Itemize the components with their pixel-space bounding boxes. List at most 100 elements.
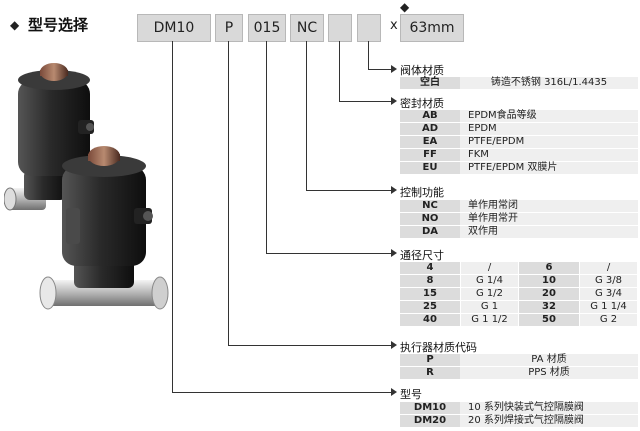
section-title-body-material: 阀体材质 [400, 64, 444, 77]
row-key: NO [400, 212, 460, 226]
bore-code: 40 [400, 313, 461, 327]
section-title-control-function: 控制功能 [400, 186, 444, 199]
arrow-icon [391, 341, 397, 349]
title-bullet-icon: ◆ [10, 18, 20, 32]
section-title-actuator-material: 执行器材质代码 [400, 341, 477, 354]
connector-line [266, 253, 392, 254]
bore-thread: G 3/4 [579, 287, 638, 301]
row-value: 10 系列快装式气控隔膜阀 [460, 402, 638, 415]
connector-line [368, 41, 369, 69]
row-key: EU [400, 161, 460, 175]
body-material-table: 空白 铸造不锈钢 316L/1.4435 [400, 77, 638, 90]
bore-size-table: 4 / 6 / 8 G 1/4 10 G 3/8 15 G 1/2 20 G 3… [400, 262, 638, 327]
connector-line [339, 101, 392, 102]
code-box-model: DM10 [137, 14, 211, 42]
connector-line [172, 392, 392, 393]
bore-code: 4 [400, 262, 461, 275]
row-value: EPDM食品等级 [460, 110, 638, 123]
table-row: 15 G 1/2 20 G 3/4 [400, 287, 638, 301]
row-value: PTFE/EPDM 双膜片 [460, 161, 638, 175]
bore-code: 25 [400, 300, 461, 314]
diaphragm-valve-image [4, 63, 169, 310]
code-box-body [357, 14, 381, 42]
connector-line [306, 41, 307, 190]
bore-thread: G 1 1/2 [460, 313, 519, 327]
bore-code: 20 [518, 287, 580, 301]
arrow-icon [391, 249, 397, 257]
section-title-bore-size: 通径尺寸 [400, 249, 444, 262]
table-row: 40 G 1 1/2 50 G 2 [400, 313, 638, 327]
row-key: EA [400, 135, 460, 149]
size-bullet-icon: ◆ [400, 0, 410, 14]
code-separator: x [390, 18, 398, 33]
arrow-icon [391, 388, 397, 396]
row-value: PPS 材质 [460, 366, 638, 380]
connector-line [339, 41, 340, 101]
row-value: PTFE/EPDM [460, 135, 638, 149]
connector-line [266, 41, 267, 253]
row-key: FF [400, 148, 460, 162]
row-value: 单作用常闭 [460, 200, 638, 213]
table-row: 8 G 1/4 10 G 3/8 [400, 274, 638, 288]
arrow-icon [391, 186, 397, 194]
bore-thread: G 1 1/4 [579, 300, 638, 314]
row-value: EPDM [460, 122, 638, 136]
row-value: 单作用常开 [460, 212, 638, 226]
code-box-size: 63mm [400, 14, 464, 42]
row-key: AB [400, 110, 460, 123]
table-row: 空白 铸造不锈钢 316L/1.4435 [400, 77, 638, 90]
bore-thread: G 1/4 [460, 274, 519, 288]
code-box-bore: 015 [248, 14, 286, 42]
row-key: DA [400, 225, 460, 239]
connector-line [228, 41, 229, 345]
bore-code: 15 [400, 287, 461, 301]
connector-line [368, 69, 392, 70]
bore-code: 8 [400, 274, 461, 288]
bore-thread: G 3/8 [579, 274, 638, 288]
table-row: 25 G 1 32 G 1 1/4 [400, 300, 638, 314]
bore-thread: / [460, 262, 519, 275]
table-row: 4 / 6 / [400, 262, 638, 275]
arrow-icon [391, 65, 397, 73]
connector-line [172, 41, 173, 392]
page-title: 型号选择 [28, 16, 89, 34]
bore-thread: / [579, 262, 638, 275]
bore-code: 50 [518, 313, 580, 327]
bore-thread: G 1 [460, 300, 519, 314]
connector-line [306, 190, 392, 191]
row-value: 双作用 [460, 225, 638, 239]
row-key: NC [400, 200, 460, 213]
row-value: PA 材质 [460, 354, 638, 367]
bore-thread: G 1/2 [460, 287, 519, 301]
row-key: P [400, 354, 460, 367]
connector-line [228, 345, 392, 346]
arrow-icon [391, 97, 397, 105]
section-title-seal-material: 密封材质 [400, 97, 444, 110]
row-key: 空白 [400, 77, 460, 90]
bore-code: 10 [518, 274, 580, 288]
bore-code: 6 [518, 262, 580, 275]
bore-code: 32 [518, 300, 580, 314]
code-box-control: NC [290, 14, 324, 42]
row-key: DM20 [400, 414, 460, 428]
row-key: AD [400, 122, 460, 136]
bore-thread: G 2 [579, 313, 638, 327]
code-box-seal [328, 14, 352, 42]
row-key: DM10 [400, 402, 460, 415]
row-value: 铸造不锈钢 316L/1.4435 [460, 77, 638, 90]
